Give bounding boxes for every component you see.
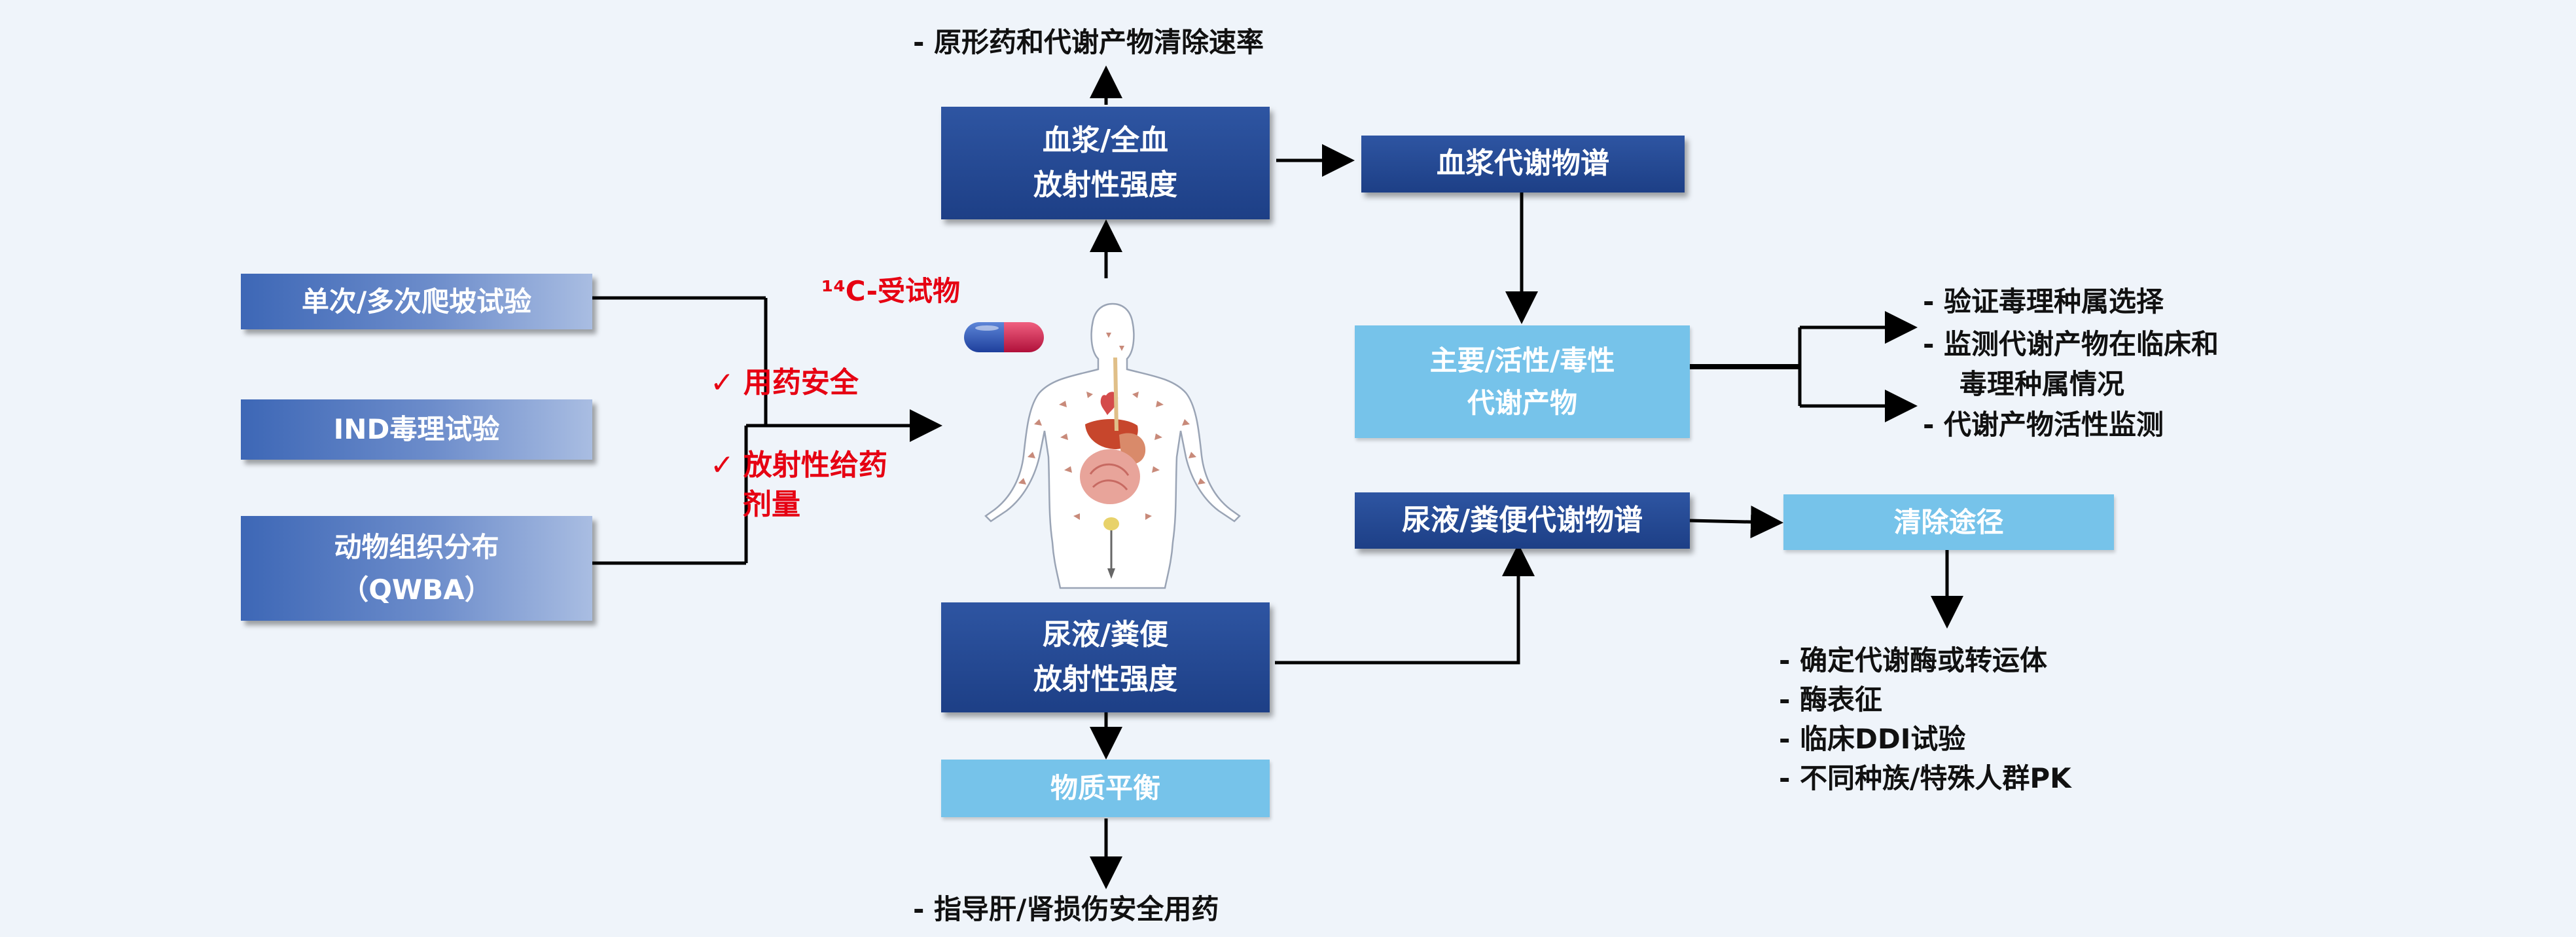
radioactive-dose-label: 放射性给药 bbox=[743, 449, 887, 482]
enzyme-characterization-note: - 酶表征 bbox=[1779, 684, 1883, 716]
checkmark-icon: ✓ bbox=[710, 366, 734, 399]
plasma-metabolite-profile-box: 血浆代谢物谱 bbox=[1361, 136, 1685, 193]
main-metabolites-box: 主要/活性/毒性 代谢产物 bbox=[1355, 325, 1690, 438]
plasma-radioactivity-line-2: 放射性强度 bbox=[1033, 168, 1177, 202]
tox-species-note: 毒理种属情况 bbox=[1959, 368, 2125, 400]
ind-tox-label: IND毒理试验 bbox=[333, 413, 500, 446]
excreta-metabolite-profile-label: 尿液/粪便代谢物谱 bbox=[1401, 503, 1643, 537]
capsule-icon bbox=[964, 322, 1044, 352]
clearance-route-label: 清除途径 bbox=[1893, 505, 2004, 538]
arrow-profile-to-clearance bbox=[1689, 505, 1783, 539]
activity-monitoring-note: - 代谢产物活性监测 bbox=[1923, 409, 2164, 441]
mass-balance-label: 物质平衡 bbox=[1050, 772, 1160, 805]
arrow-excreta-to-profile bbox=[1275, 543, 1535, 665]
radioactive-dose-check: ✓ 放射性给药 bbox=[710, 447, 887, 485]
excreta-radioactivity-line-2: 放射性强度 bbox=[1033, 663, 1177, 696]
tissue-distribution-line-1: 动物组织分布 bbox=[334, 530, 499, 563]
clearance-rate-note: - 原形药和代谢产物清除速率 bbox=[913, 26, 1264, 58]
tissue-distribution-box: 动物组织分布 （QWBA） bbox=[241, 516, 592, 621]
human-body-icon bbox=[984, 303, 1241, 589]
climb-test-label: 单次/多次爬坡试验 bbox=[301, 285, 532, 318]
dose-label: 剂量 bbox=[743, 488, 800, 521]
climb-test-box: 单次/多次爬坡试验 bbox=[241, 274, 592, 329]
test-article-label: ¹⁴C-受试物 bbox=[821, 275, 961, 307]
metabolite-monitoring-note: - 监测代谢产物在临床和 bbox=[1923, 328, 2219, 360]
ind-tox-box: IND毒理试验 bbox=[241, 399, 592, 460]
clinical-ddi-note: - 临床DDI试验 bbox=[1779, 723, 1966, 755]
checkmark-icon: ✓ bbox=[710, 449, 734, 482]
mass-balance-box: 物质平衡 bbox=[941, 760, 1270, 817]
medication-safety-check: ✓ 用药安全 bbox=[710, 364, 859, 402]
liver-kidney-guidance-note: - 指导肝/肾损伤安全用药 bbox=[913, 893, 1219, 925]
plasma-metabolite-profile-label: 血浆代谢物谱 bbox=[1437, 147, 1609, 181]
main-metabolites-line-1: 主要/活性/毒性 bbox=[1429, 344, 1615, 377]
enzyme-transporter-note: - 确定代谢酶或转运体 bbox=[1779, 644, 2048, 676]
excreta-radioactivity-line-1: 尿液/粪便 bbox=[1042, 617, 1169, 652]
medication-safety-label: 用药安全 bbox=[743, 366, 859, 399]
clearance-route-box: 清除途径 bbox=[1783, 494, 2114, 550]
species-selection-note: - 验证毒理种属选择 bbox=[1923, 285, 2164, 318]
plasma-radioactivity-box: 血浆/全血 放射性强度 bbox=[941, 107, 1270, 219]
main-metabolites-line-2: 代谢产物 bbox=[1467, 387, 1577, 419]
special-population-pk-note: - 不同种族/特殊人群PK bbox=[1779, 762, 2071, 794]
plasma-radioactivity-line-1: 血浆/全血 bbox=[1042, 123, 1169, 157]
excreta-metabolite-profile-box: 尿液/粪便代谢物谱 bbox=[1355, 492, 1690, 549]
tissue-distribution-line-2: （QWBA） bbox=[341, 574, 492, 606]
excreta-radioactivity-box: 尿液/粪便 放射性强度 bbox=[941, 602, 1270, 712]
